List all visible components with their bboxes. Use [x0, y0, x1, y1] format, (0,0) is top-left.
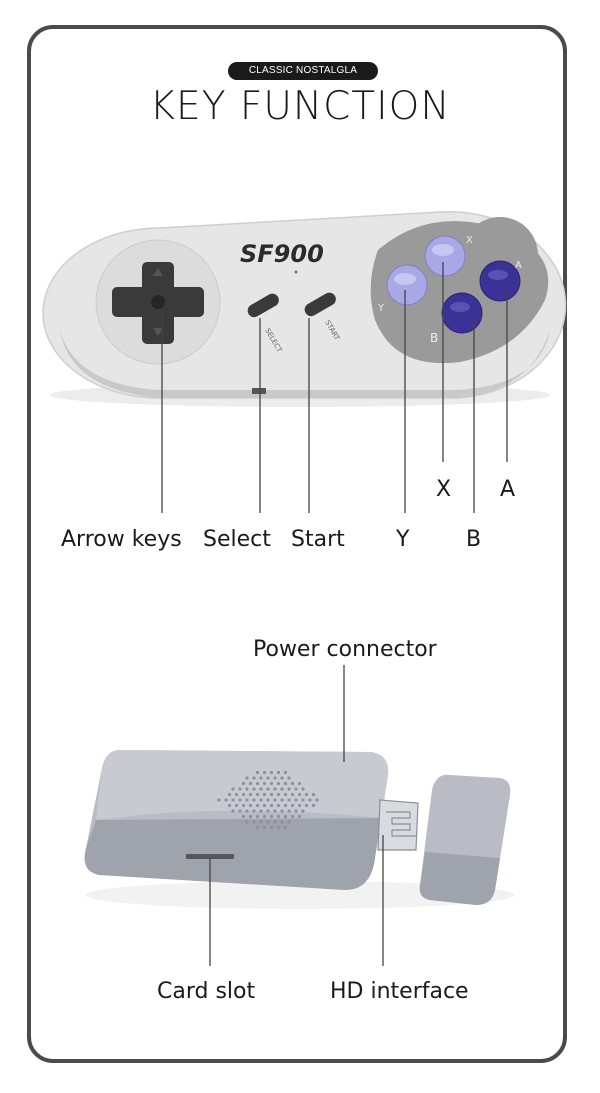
- label-x: X: [436, 477, 452, 502]
- label-select: Select: [203, 527, 271, 552]
- brand-logo: SF900: [240, 240, 324, 268]
- game-stick: [84, 750, 515, 909]
- a-letter: A: [515, 260, 522, 271]
- label-y: Y: [396, 527, 410, 552]
- header-badge: CLASSIC NOSTALGLA: [228, 62, 378, 80]
- stick-cap: [419, 774, 511, 905]
- select-button[interactable]: [245, 291, 281, 319]
- start-button[interactable]: [302, 290, 338, 318]
- label-a: A: [500, 477, 516, 502]
- a-button[interactable]: [479, 260, 521, 302]
- dpad-icon[interactable]: [112, 262, 204, 344]
- hdmi-connector-icon: [377, 799, 419, 851]
- speaker-grill-icon: [217, 770, 319, 830]
- label-start: Start: [291, 527, 345, 552]
- label-arrow-keys: Arrow keys: [61, 527, 182, 552]
- stick-leader-lines: [209, 665, 384, 966]
- controller-leader-lines: [161, 262, 508, 513]
- label-card-slot: Card slot: [157, 979, 256, 1004]
- y-button[interactable]: [386, 264, 428, 306]
- controller: SF900 SELECT START X Y: [42, 210, 567, 407]
- page-title: KEY FUNCTION: [149, 84, 451, 129]
- x-letter: X: [466, 235, 473, 246]
- x-button[interactable]: [424, 235, 466, 277]
- b-button[interactable]: [441, 292, 483, 334]
- label-power-connector: Power connector: [253, 637, 437, 662]
- label-b: B: [466, 527, 482, 552]
- label-hd-interface: HD interface: [330, 979, 469, 1004]
- y-letter: Y: [377, 303, 385, 314]
- card-slot-icon: [186, 854, 234, 859]
- b-letter: B: [430, 331, 438, 345]
